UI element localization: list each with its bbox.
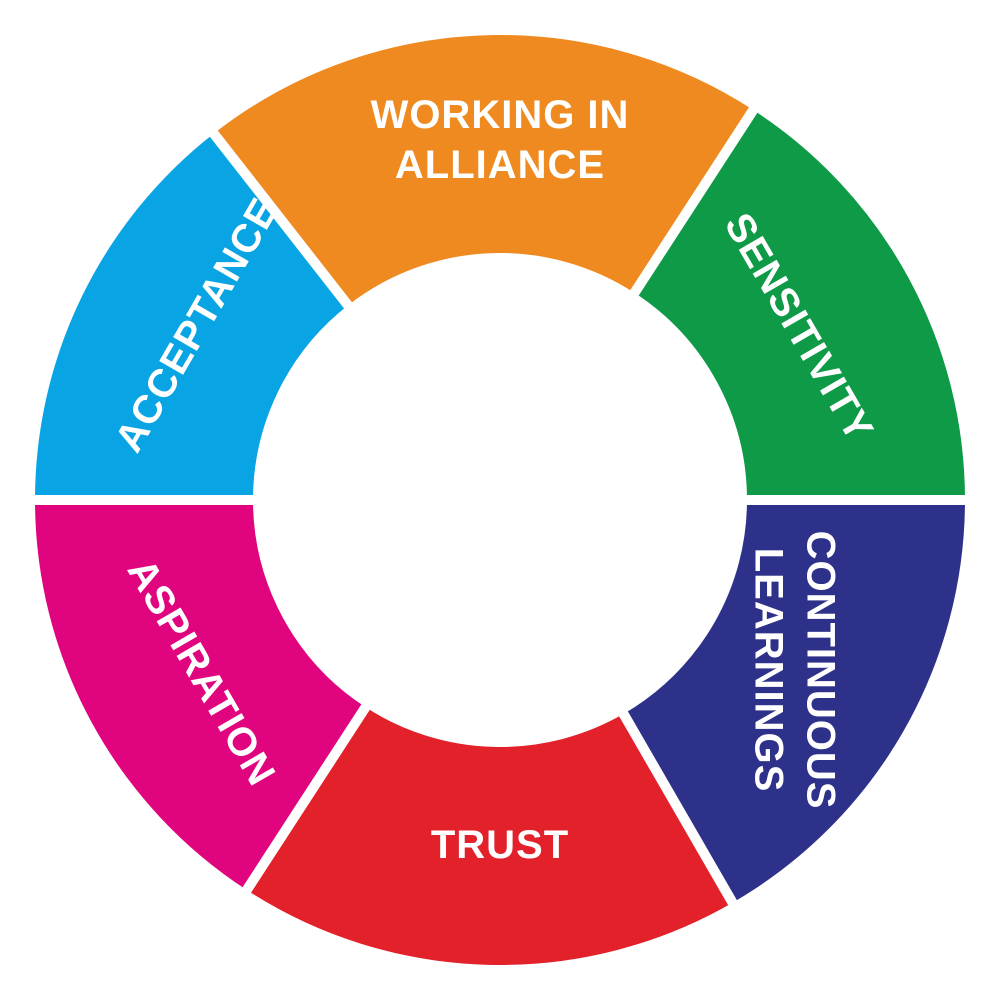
segment-working-in-alliance [203,25,763,317]
label-group-working-in-alliance: WORKING IN ALLIANCE [371,93,630,187]
segment-label-trust: TRUST [431,823,569,867]
segment-label-working-in-alliance-line-1: WORKING IN [371,93,630,137]
segment-label-continuous-learning-line-2: LEARNINGS [746,548,790,793]
segment-continuous-learning [614,495,976,914]
segment-trust [237,696,742,975]
segment-label-continuous-learning-line-1: CONTINUOUS [798,531,842,810]
segment-acceptance [24,122,359,505]
segment-label-working-in-alliance-line-2: ALLIANCE [395,143,605,187]
segment-sensitivity [624,98,976,505]
label-group-trust: TRUST [431,823,569,867]
segment-aspiration [24,495,376,902]
segments-layer [24,25,976,975]
